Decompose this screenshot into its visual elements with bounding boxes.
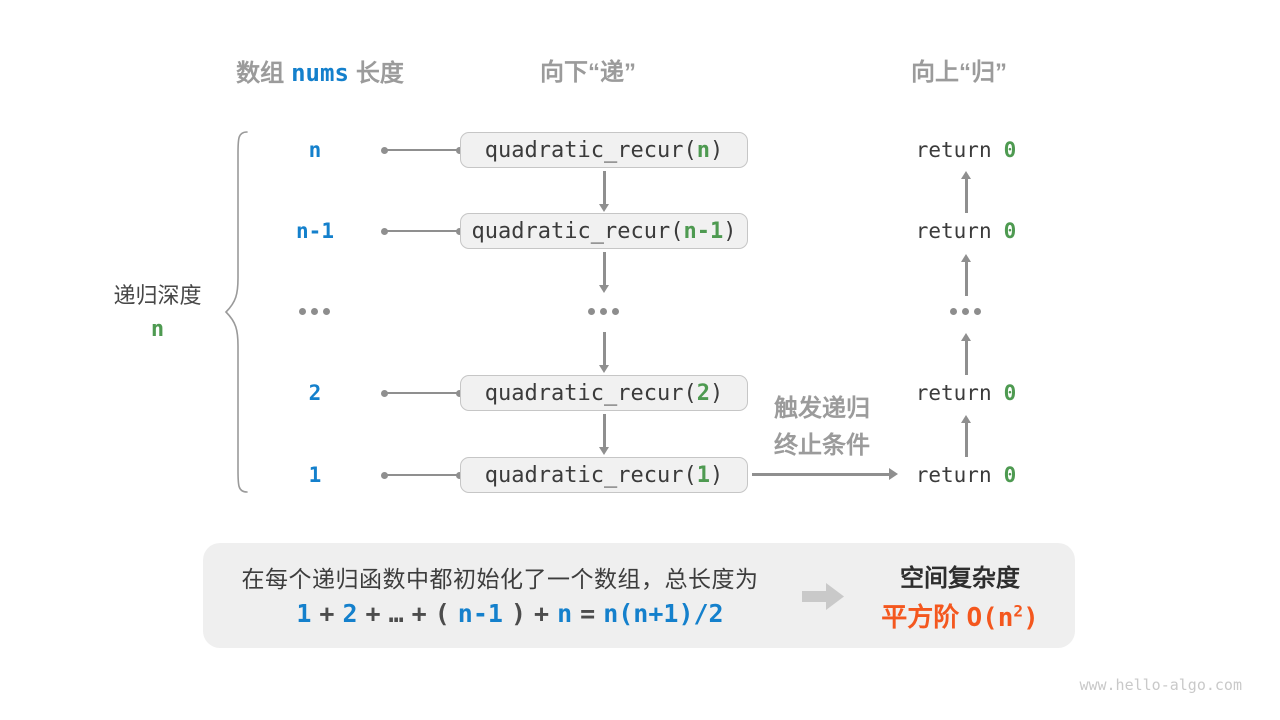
space-complexity-value: 平方阶 O(n2) [845,597,1075,634]
connector-line [381,227,463,235]
annotation-line1: 触发递归 [774,395,870,422]
length-value: n [308,138,322,162]
return-value: 0 [1003,138,1017,162]
call-box: quadratic_recur(n) [460,132,748,168]
ellipsis-length-column [299,308,330,315]
header-upward: 向上“归” [911,59,1007,86]
return-statement: return 0 [900,380,1032,406]
formula-operator: + [365,599,381,628]
call-arg: 2 [696,380,710,406]
call-prefix: quadratic_recur( [471,218,684,244]
call-suffix: ) [723,218,737,244]
depth-value: n [150,317,165,342]
block-arrow-icon [802,583,844,610]
up-arrow-icon [961,254,970,296]
return-value: 0 [1003,381,1017,405]
down-arrow-icon [599,252,608,293]
return-keyword: return [915,138,992,162]
return-keyword: return [915,381,992,405]
up-arrow-icon [961,171,970,213]
call-suffix: ) [709,462,724,488]
formula-term: n [557,599,573,628]
call-prefix: quadratic_recur( [484,380,697,406]
up-arrow-icon [961,415,970,457]
call-arg: 1 [696,462,710,488]
return-value: 0 [1003,463,1017,487]
annotation-line2: 终止条件 [774,432,870,459]
depth-label: 递归深度 [113,283,202,308]
formula-term: 1 [296,599,312,628]
depth-brace [224,131,248,493]
return-keyword: return [915,219,992,243]
formula-operator: + [319,599,335,628]
formula-term: 2 [342,599,358,628]
call-arg: n [696,137,710,163]
call-box: quadratic_recur(2) [460,375,748,411]
space-complexity-title: 空间复杂度 [900,565,1020,592]
call-suffix: ) [709,137,724,163]
call-arg: n-1 [683,218,724,244]
summary-formula: 1+2+…+(n-1)+n=n(n+1)/2 [210,599,810,628]
call-prefix: quadratic_recur( [484,137,697,163]
header-array-code: nums [291,59,349,87]
complexity-exponent: 2 [1013,601,1024,621]
length-value: 2 [308,381,322,405]
return-statement: return 0 [900,218,1032,244]
length-value: 1 [308,463,322,487]
header-array-suffix: 长度 [355,60,404,87]
connector-line [381,146,463,154]
formula-operator: + [411,599,427,628]
ellipsis-call-column [588,308,619,315]
ellipsis-return-column [950,308,981,315]
watermark: www.hello-algo.com [1079,676,1242,694]
up-arrow-icon [961,333,970,375]
call-box: quadratic_recur(n-1) [460,213,748,249]
formula-term: n-1 [457,599,503,628]
header-array-prefix: 数组 [236,60,285,87]
call-prefix: quadratic_recur( [484,462,697,488]
formula-ellipsis: … [388,599,404,628]
connector-line [381,471,463,479]
return-value: 0 [1003,219,1017,243]
header-downward: 向下“递” [540,59,636,86]
down-arrow-icon [599,332,608,373]
formula-paren: ( [434,599,450,628]
length-value: n-1 [296,219,334,243]
return-statement: return 0 [900,462,1032,488]
call-box: quadratic_recur(1) [460,457,748,493]
return-keyword: return [915,463,992,487]
return-statement: return 0 [900,137,1032,163]
formula-operator: = [580,599,596,628]
formula-paren: ) [510,599,527,628]
formula-operator: + [534,599,550,628]
summary-description: 在每个递归函数中都初始化了一个数组，总长度为 [241,566,759,592]
summary-panel [203,543,1075,648]
connector-line [381,389,463,397]
right-arrow-icon [752,468,898,479]
complexity-label: 平方阶 [881,602,960,632]
down-arrow-icon [599,414,608,455]
complexity-notation: O(n2) [966,601,1039,633]
down-arrow-icon [599,171,608,212]
formula-result: n(n+1)/2 [603,599,724,628]
call-suffix: ) [709,380,724,406]
